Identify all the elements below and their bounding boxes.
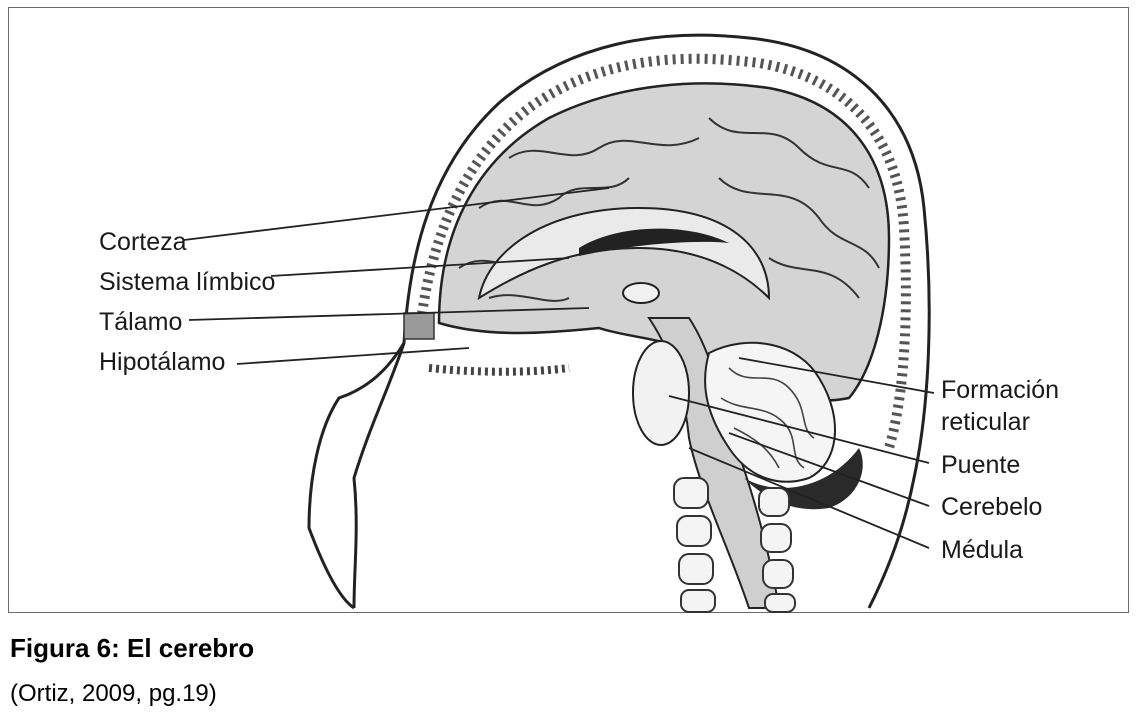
sinus xyxy=(404,313,434,339)
label-talamo: Tálamo xyxy=(99,308,182,336)
thalamus xyxy=(623,283,659,303)
label-medula: Médula xyxy=(941,536,1023,564)
figure-source: (Ortiz, 2009, pg.19) xyxy=(10,680,217,708)
label-hipotalamo: Hipotálamo xyxy=(99,348,225,376)
label-cerebelo: Cerebelo xyxy=(941,493,1042,521)
label-puente: Puente xyxy=(941,451,1020,479)
label-sistema-limbico: Sistema límbico xyxy=(99,268,275,296)
label-formacion-line1: Formación xyxy=(941,376,1059,404)
palate xyxy=(429,368,569,372)
figure-caption: Figura 6: El cerebro xyxy=(10,633,254,664)
brain-figure-frame: Corteza Sistema límbico Tálamo Hipotálam… xyxy=(8,7,1129,613)
brain-illustration: Corteza Sistema límbico Tálamo Hipotálam… xyxy=(9,8,1130,614)
label-corteza: Corteza xyxy=(99,228,187,256)
label-formacion-line2: reticular xyxy=(941,408,1030,436)
pons xyxy=(633,341,689,445)
